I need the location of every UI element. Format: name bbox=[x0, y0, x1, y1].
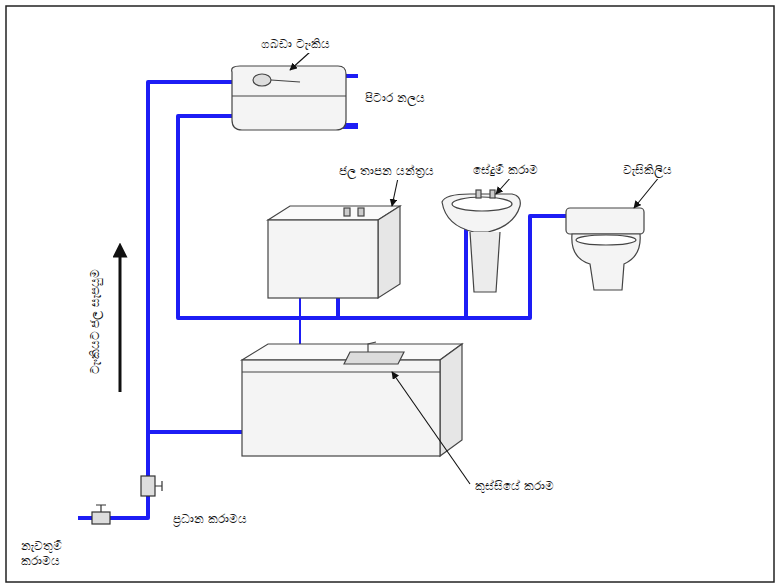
drawing-part bbox=[572, 234, 640, 290]
drawing-part bbox=[155, 481, 162, 491]
heater-label: ජල තාපන යන්ත්‍රය bbox=[336, 163, 437, 180]
drawing-part bbox=[490, 190, 495, 198]
drawing-part bbox=[344, 208, 350, 216]
overflow-pipe bbox=[346, 74, 358, 78]
kitchen-sink bbox=[344, 352, 404, 364]
drawing-part bbox=[440, 344, 462, 456]
drawing-part bbox=[392, 372, 470, 484]
drawing-part bbox=[476, 190, 481, 198]
drawing-part bbox=[566, 208, 644, 234]
frame bbox=[6, 6, 774, 582]
drawing-part bbox=[232, 95, 346, 96]
drawing-part bbox=[141, 476, 155, 496]
leader-lines bbox=[290, 52, 660, 484]
tank-down-pipe bbox=[178, 116, 566, 318]
tank-label: ගබඩා ටැංකිය bbox=[258, 36, 333, 53]
drawing-part bbox=[378, 206, 400, 298]
toilet bbox=[566, 208, 644, 290]
supply-label: ටැංකියට ජල සැපයුම bbox=[87, 265, 104, 377]
drawing-part bbox=[253, 74, 271, 86]
drawing-part bbox=[368, 342, 376, 352]
drawing-part bbox=[442, 194, 520, 232]
drawing-part bbox=[576, 235, 636, 245]
valve-label: ප්‍රධාන කරාමය bbox=[170, 511, 250, 528]
drawing-part bbox=[392, 178, 398, 206]
flow-arrow bbox=[119, 250, 122, 392]
water-heater bbox=[268, 206, 400, 298]
drawing-part bbox=[470, 232, 500, 292]
overflow-label: පිටාර නලය bbox=[362, 90, 428, 107]
drawing-part bbox=[96, 505, 106, 512]
kitchen-tap-label: කුස්සියේ කරාම bbox=[472, 478, 557, 495]
drawing-part bbox=[268, 220, 378, 298]
water-pipes bbox=[78, 76, 566, 518]
storage-tank bbox=[232, 66, 346, 130]
drawing-part bbox=[242, 371, 440, 372]
drawing-part bbox=[232, 66, 346, 130]
drawing-part bbox=[452, 197, 512, 211]
supply-pipe bbox=[78, 82, 236, 518]
valve-label: නැවතුම් කරාමය bbox=[18, 538, 100, 570]
stop-valve bbox=[92, 505, 110, 524]
drawing-part bbox=[290, 52, 310, 70]
kitchen-counter bbox=[242, 342, 462, 456]
gate-valve bbox=[141, 476, 162, 496]
drawing-part bbox=[634, 176, 660, 208]
drawing-part bbox=[271, 80, 300, 82]
basin-tap-label: සේදුම් කරාම bbox=[470, 162, 541, 179]
drawing-part bbox=[242, 360, 440, 456]
drawing-part bbox=[358, 208, 364, 216]
drawing-part bbox=[92, 512, 110, 524]
wash-basin bbox=[442, 190, 520, 292]
toilet-label: වැසිකිලිය bbox=[620, 162, 675, 179]
